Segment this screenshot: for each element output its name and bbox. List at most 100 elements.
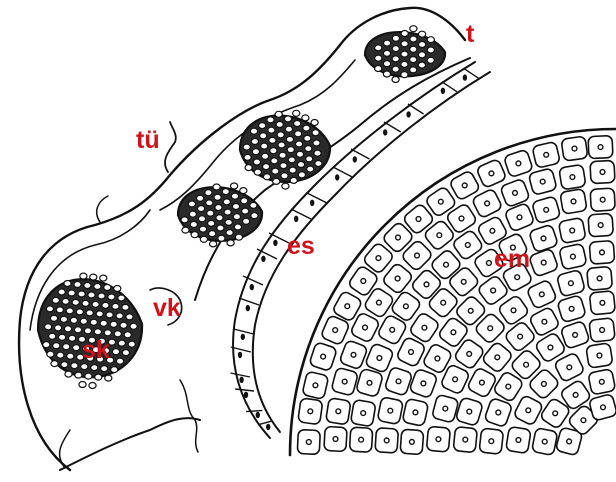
endosperm-nucleus (246, 305, 250, 311)
sclereid-cell (94, 329, 101, 335)
embryo-cell-nucleus (598, 223, 603, 228)
endosperm-nucleus (250, 284, 254, 290)
embryo-cell-nucleus (321, 354, 326, 359)
embryo-cell-nucleus (480, 380, 485, 385)
sclereid-cell (244, 154, 251, 160)
embryo-cell-nucleus (377, 300, 382, 305)
sclereid-cell (240, 188, 247, 194)
embryo-cell-nucleus (465, 243, 470, 248)
sclereid-cell (62, 298, 69, 304)
sclereid-cell (188, 201, 195, 207)
sclereid-cell (293, 110, 300, 116)
embryo-cell-nucleus (463, 437, 468, 442)
sclereid-cell (47, 351, 54, 357)
embryo-cell-nucleus (573, 393, 578, 398)
sclereid-cell (383, 50, 390, 56)
sclereid-cell (222, 189, 229, 195)
sclereid-cell (392, 56, 399, 62)
sclereid-cell (74, 282, 81, 288)
embryo-cell-nucleus (548, 345, 553, 350)
embryo-cell-nucleus (333, 437, 338, 442)
embryo-cell-nucleus (345, 304, 350, 309)
endosperm-nucleus (256, 412, 260, 418)
embryo-cell-nucleus (489, 171, 494, 176)
sclereid-cell (288, 157, 295, 163)
sclereid-cell (243, 218, 250, 224)
embryo-cell-nucleus (436, 437, 441, 442)
sclereid-cell (112, 303, 119, 309)
embryo-cell-nucleus (390, 327, 395, 332)
embryo-cell-nucleus (541, 260, 546, 265)
embryo-cell-nucleus (367, 380, 372, 385)
sclereid-cell (375, 66, 382, 72)
sclereid-cell (110, 321, 117, 327)
sclereid-cell (76, 309, 83, 315)
sclereid-cell (130, 323, 137, 329)
sclereid-cell (114, 331, 121, 337)
sclereid-cell (235, 234, 242, 240)
embryo-cell-nucleus (573, 333, 578, 338)
sclereid-cell (314, 150, 321, 156)
sclereid-cell (419, 31, 426, 37)
sclereid-cell (122, 304, 129, 310)
sclereid-cell (111, 367, 118, 373)
sclereid-cell (375, 45, 382, 51)
sclereid-cell (191, 232, 198, 238)
embryo-cell-nucleus (435, 356, 440, 361)
embryo-cell-nucleus (540, 179, 545, 184)
sclereid-cell (392, 35, 399, 41)
embryo-cell-nucleus (496, 410, 501, 415)
label-tu: tü (136, 128, 160, 153)
embryo-cell-nucleus (361, 279, 366, 284)
embryo-cell-nucleus (453, 377, 458, 382)
embryo-cell-nucleus (462, 183, 467, 188)
sclereid-cell (122, 350, 129, 356)
embryo-cell-nucleus (409, 350, 414, 355)
sclereid-cell (267, 117, 274, 123)
embryo-cell-nucleus (441, 300, 446, 305)
embryo-cell-nucleus (511, 308, 516, 313)
sclereid-cell (296, 141, 303, 147)
endosperm-nucleus (335, 174, 339, 180)
embryo-cell-nucleus (516, 161, 521, 166)
sclereid-cell (231, 183, 238, 189)
sclereid-cell (75, 372, 82, 378)
sclereid-cell (261, 143, 268, 149)
embryo-cell-nucleus (361, 411, 366, 416)
embryo-cell-nucleus (308, 409, 313, 414)
sclereid-cell (275, 111, 282, 117)
sclereid-cell (383, 61, 390, 67)
endosperm-nucleus (238, 352, 242, 358)
embryo-cell-nucleus (598, 145, 603, 150)
sclereid-cell (66, 308, 73, 314)
embryo-cell-nucleus (388, 408, 393, 413)
sclereid-cell (207, 210, 214, 216)
sclereid-cell (427, 57, 434, 63)
sclereid-cell (69, 335, 76, 341)
embryo-cell-nucleus (396, 235, 401, 240)
sclereid-cell (86, 310, 93, 316)
sclereid-cell (278, 142, 285, 148)
embryo-cell-nucleus (516, 438, 521, 443)
sclereid-cell (217, 225, 224, 231)
embryo-cell-nucleus (600, 250, 605, 255)
sclereid-cell (68, 290, 75, 296)
embryo-cell-nucleus (544, 152, 549, 157)
sclereid-cell (392, 66, 399, 72)
endosperm-nucleus (310, 200, 314, 206)
sclereid-cell (410, 36, 417, 42)
embryo-cell-nucleus (487, 261, 492, 266)
sclereid-cell (250, 202, 257, 208)
sclereid-cell (225, 219, 232, 225)
sclereid-cell (67, 353, 74, 359)
sclereid-cell (410, 57, 417, 63)
sclereid-cell (214, 194, 221, 200)
endosperm-nucleus (241, 334, 245, 340)
sclereid-cell (65, 371, 72, 377)
sclereid-cell (263, 174, 270, 180)
sclereid-cell (410, 46, 417, 52)
sclereid-cell (215, 205, 222, 211)
sclereid-cell (392, 77, 399, 83)
sclereid-cell (61, 362, 68, 368)
embryo-cell-nucleus (526, 408, 531, 413)
